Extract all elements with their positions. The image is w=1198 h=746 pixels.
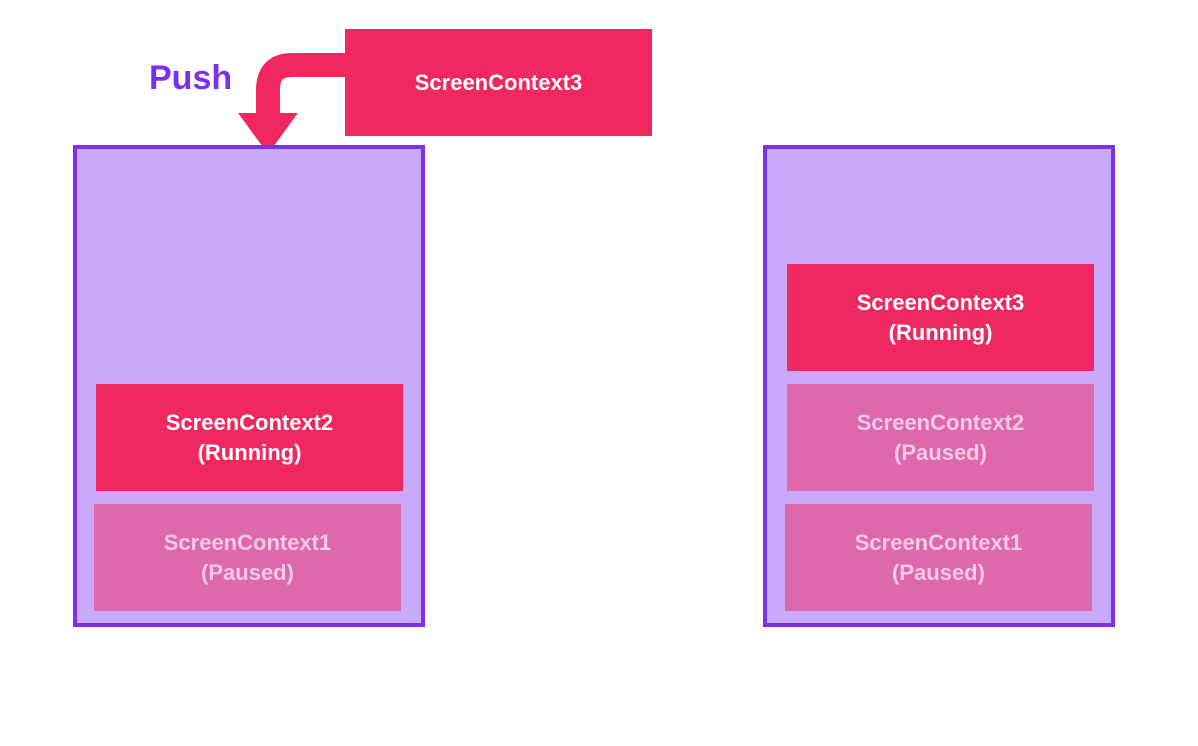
context-status: (Paused) [894,439,987,465]
context-name: ScreenContext2 [856,409,1025,435]
stack-after-item-screen-context1: ScreenContext1 (Paused) [785,504,1092,611]
push-label: Push [149,59,233,97]
context-name: ScreenContext1 [163,529,332,555]
context-status: (Running) [197,439,302,465]
context-status: (Paused) [892,559,985,585]
context-name: ScreenContext1 [854,529,1023,555]
incoming-screen-context: ScreenContext3 [345,29,652,136]
context-name: ScreenContext3 [856,289,1025,315]
context-name: ScreenContext3 [414,69,583,95]
context-status: (Running) [888,319,993,345]
stack-after-item-screen-context2: ScreenContext2 (Paused) [787,384,1094,491]
stack-after-item-screen-context3: ScreenContext3 (Running) [787,264,1094,371]
context-name: ScreenContext2 [165,409,334,435]
context-status: (Paused) [201,559,294,585]
stack-before-item-screen-context2: ScreenContext2 (Running) [96,384,403,491]
stack-before-item-screen-context1: ScreenContext1 (Paused) [94,504,401,611]
